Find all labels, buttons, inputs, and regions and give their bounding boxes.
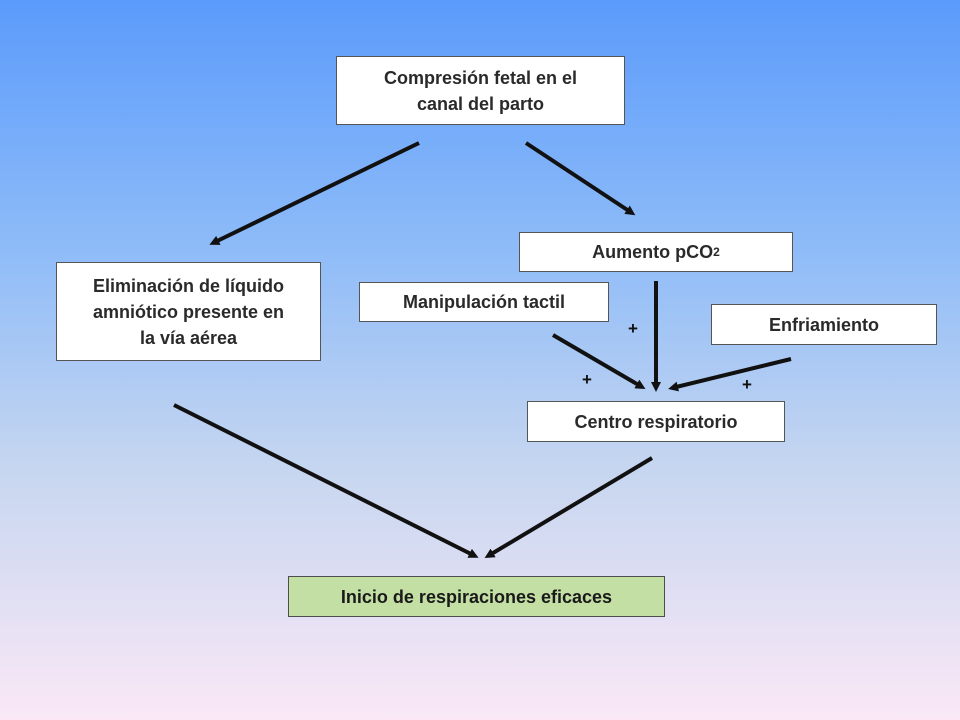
node-compresion-fetal: Compresión fetal en el canal del parto [336,56,625,125]
arrow-compresion-to-aumento [524,141,636,216]
node-aumento-text: Aumento pCO [592,242,714,262]
node-eliminacion-line-3: la vía aérea [139,327,238,348]
node-eliminacion-line-1: Eliminación de líquido [92,275,284,296]
sign-enfriamiento-positive: + [742,375,752,394]
node-compresion-line-2: canal del parto [416,93,545,114]
node-inicio-text: Inicio de respiraciones eficaces [340,586,613,607]
sign-manipulacion-positive: + [582,370,592,389]
arrow-compresion-to-eliminacion [209,141,420,245]
arrow-eliminacion-to-inicio [173,403,479,558]
arrow-centro-to-inicio [484,456,654,559]
arrow-enfriamiento-to-centro [668,357,792,392]
node-inicio-respiraciones: Inicio de respiraciones eficaces [288,576,665,617]
node-centro-respiratorio: Centro respiratorio [527,401,785,442]
node-enfriamiento-text: Enfriamiento [768,314,879,335]
sign-aumento-positive: + [628,319,638,338]
node-enfriamiento: Enfriamiento [711,304,937,345]
node-eliminacion-line-2: amniótico presente en [92,301,285,322]
arrow-manipulacion-to-centro [551,333,646,390]
node-manipulacion-tactil: Manipulación tactil [359,282,609,322]
node-centro-text: Centro respiratorio [574,411,738,432]
node-compresion-line-1: Compresión fetal en el [383,67,578,88]
node-manipulacion-text: Manipulación tactil [402,292,566,312]
node-eliminacion-liquido: Eliminación de líquido amniótico present… [56,262,321,361]
